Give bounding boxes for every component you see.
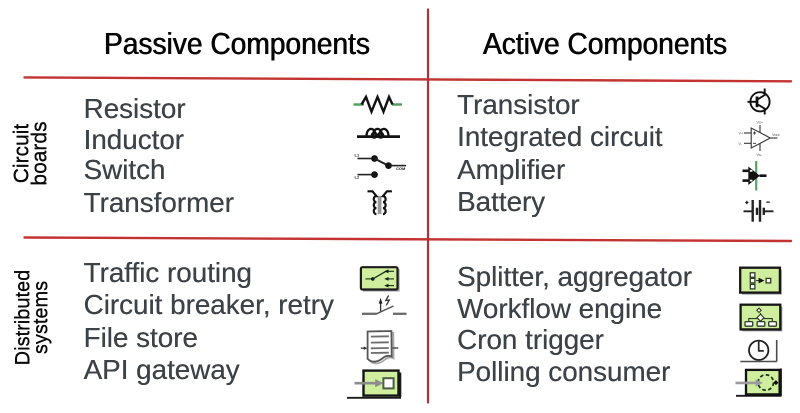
svg-text:Vs+: Vs+ [757, 121, 764, 125]
svg-text:V+: V+ [739, 132, 745, 136]
svg-text:L1: L1 [355, 153, 360, 158]
svg-text:V-: V- [739, 142, 743, 146]
svg-text:COM: COM [396, 166, 406, 171]
svg-text:L2: L2 [355, 175, 360, 180]
svg-text:Vout: Vout [772, 133, 781, 137]
svg-text:Vs-: Vs- [757, 153, 763, 157]
